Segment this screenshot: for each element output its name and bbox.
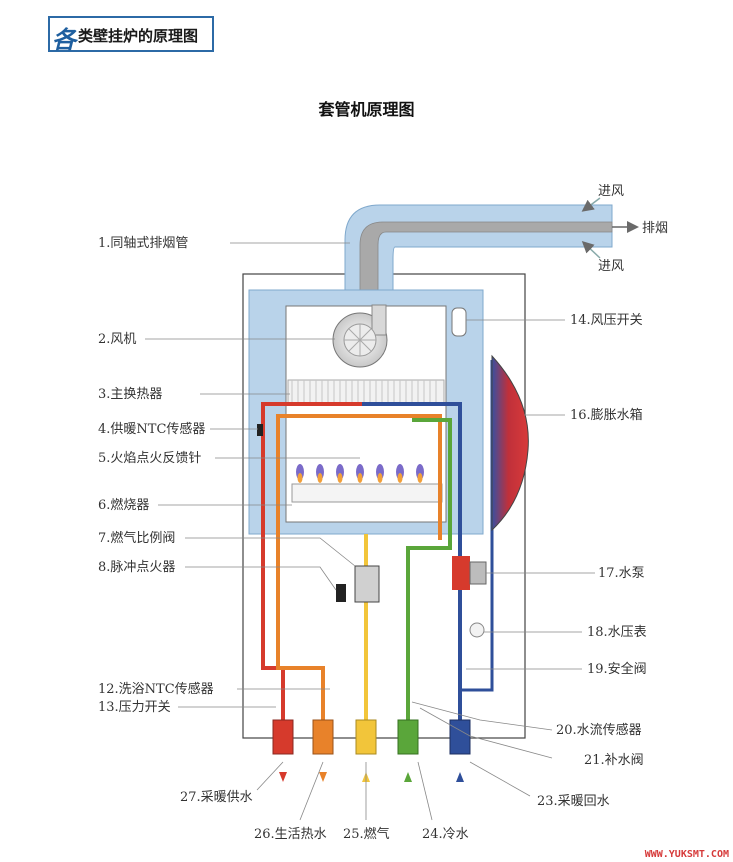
part-24-label: 24.冷水 — [422, 827, 469, 842]
expansion-tank — [491, 354, 529, 532]
part-8-label: 8.脉冲点火器 — [98, 560, 175, 575]
part-4-label: 4.供暖NTC传感器 — [98, 421, 205, 437]
part-27-label: 27.采暖供水 — [180, 790, 253, 805]
flow-triangles — [279, 772, 464, 782]
watermark: WWW.YUKSMT.COM — [644, 849, 729, 860]
part-17-label: 17.水泵 — [598, 566, 645, 581]
heating-ntc-sensor — [257, 424, 263, 436]
part-14-label: 14.风压开关 — [570, 313, 643, 328]
part-25-label: 25.燃气 — [343, 826, 390, 842]
exhaust-label: 排烟 — [642, 221, 668, 236]
air-pressure-switch — [451, 307, 467, 337]
part-23-label: 23.采暖回水 — [537, 794, 610, 809]
header-title: 类壁挂炉的原理图 — [78, 27, 199, 45]
part-20-label: 20.水流传感器 — [556, 722, 642, 738]
fan — [332, 304, 388, 368]
part-3-label: 3.主换热器 — [98, 387, 162, 402]
burner — [291, 464, 443, 503]
header-box: 各 类壁挂炉的原理图 — [48, 16, 214, 54]
part-7-label: 7.燃气比例阀 — [98, 530, 175, 546]
part-18-label: 18.水压表 — [587, 625, 647, 640]
part-13-label: 13.压力开关 — [98, 700, 171, 715]
part-19-label: 19.安全阀 — [587, 661, 647, 677]
pressure-gauge — [469, 622, 485, 638]
outlet-fittings — [272, 719, 471, 755]
main-heat-exchanger — [287, 379, 445, 405]
part-6-label: 6.燃烧器 — [98, 497, 149, 513]
header-logo: 各 — [52, 26, 76, 54]
intake-bottom-label: 进风 — [598, 259, 624, 274]
part-21-label: 21.补水阀 — [584, 753, 644, 768]
pulse-igniter — [336, 584, 346, 602]
flue-pipe — [344, 197, 639, 293]
part-16-label: 16.膨胀水箱 — [570, 407, 643, 423]
part-1-label: 1.同轴式排烟管 — [98, 236, 188, 251]
part-12-label: 12.洗浴NTC传感器 — [98, 681, 214, 697]
gas-proportional-valve — [354, 565, 380, 603]
intake-top-label: 进风 — [598, 184, 624, 199]
part-26-label: 26.生活热水 — [254, 827, 327, 842]
part-5-label: 5.火焰点火反馈针 — [98, 451, 201, 466]
part-2-label: 2.风机 — [98, 332, 136, 347]
leader-lines — [145, 242, 595, 821]
page-title: 套管机原理图 — [318, 100, 415, 119]
water-pump — [452, 556, 487, 590]
